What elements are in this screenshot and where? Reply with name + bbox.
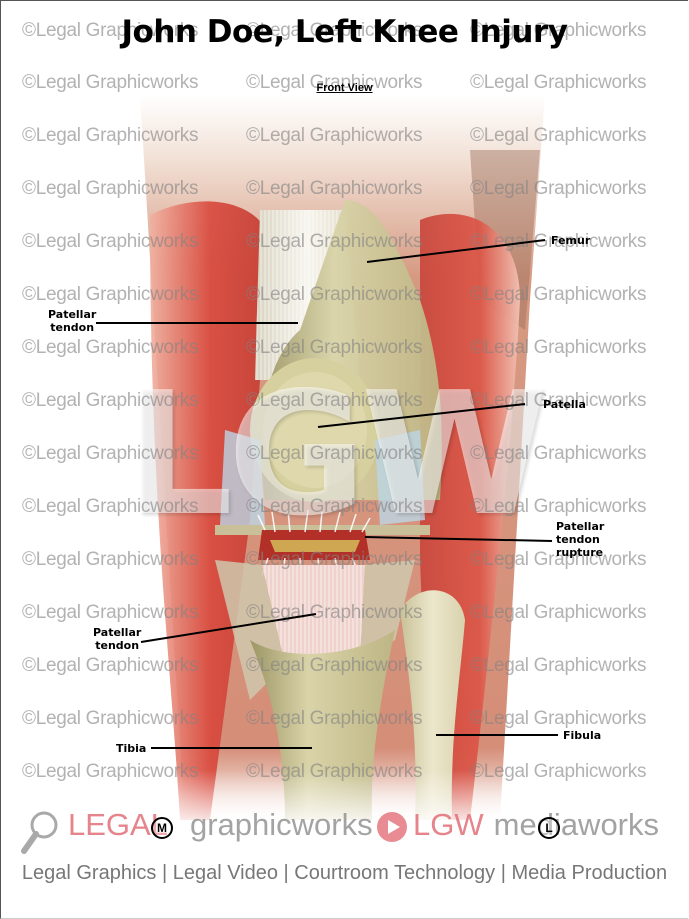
marker-l[interactable]: L bbox=[538, 817, 560, 839]
label-line: tendon bbox=[50, 321, 95, 334]
label-line: rupture bbox=[556, 546, 604, 559]
footer-tagline: Legal Graphics | Legal Video | Courtroom… bbox=[21, 862, 668, 884]
label-tibia: Tibia bbox=[116, 742, 147, 755]
label-patellar-tendon-upper: Patellar tendon bbox=[48, 308, 96, 334]
label-patellar-tendon-rupture: Patellar tendon rupture bbox=[556, 520, 604, 559]
label-line: tendon bbox=[556, 533, 600, 546]
brand-accent: LGW bbox=[413, 807, 484, 842]
label-line: Patellar bbox=[93, 626, 142, 639]
lgw-watermark-logo: LGW bbox=[125, 356, 548, 554]
label-line: tendon bbox=[95, 639, 140, 652]
magnifier-icon bbox=[21, 811, 58, 854]
brand-rest: mediaworks bbox=[493, 807, 660, 842]
page-title: John Doe, Left Knee Injury bbox=[121, 14, 569, 50]
label-fibula: Fibula bbox=[563, 729, 602, 742]
label-line: Patellar bbox=[48, 308, 97, 321]
label-line: Patellar bbox=[556, 520, 605, 533]
brand-rest: graphicworks bbox=[189, 807, 373, 842]
play-icon bbox=[377, 812, 407, 842]
view-subtitle: Front View bbox=[316, 82, 373, 94]
label-patella: Patella bbox=[543, 398, 586, 411]
brand-lgw-mediaworks: LGW mediaworks bbox=[413, 805, 659, 845]
marker-m[interactable]: M bbox=[151, 817, 173, 839]
label-femur: Femur bbox=[551, 234, 591, 247]
label-patellar-tendon-lower: Patellar tendon bbox=[93, 626, 141, 652]
